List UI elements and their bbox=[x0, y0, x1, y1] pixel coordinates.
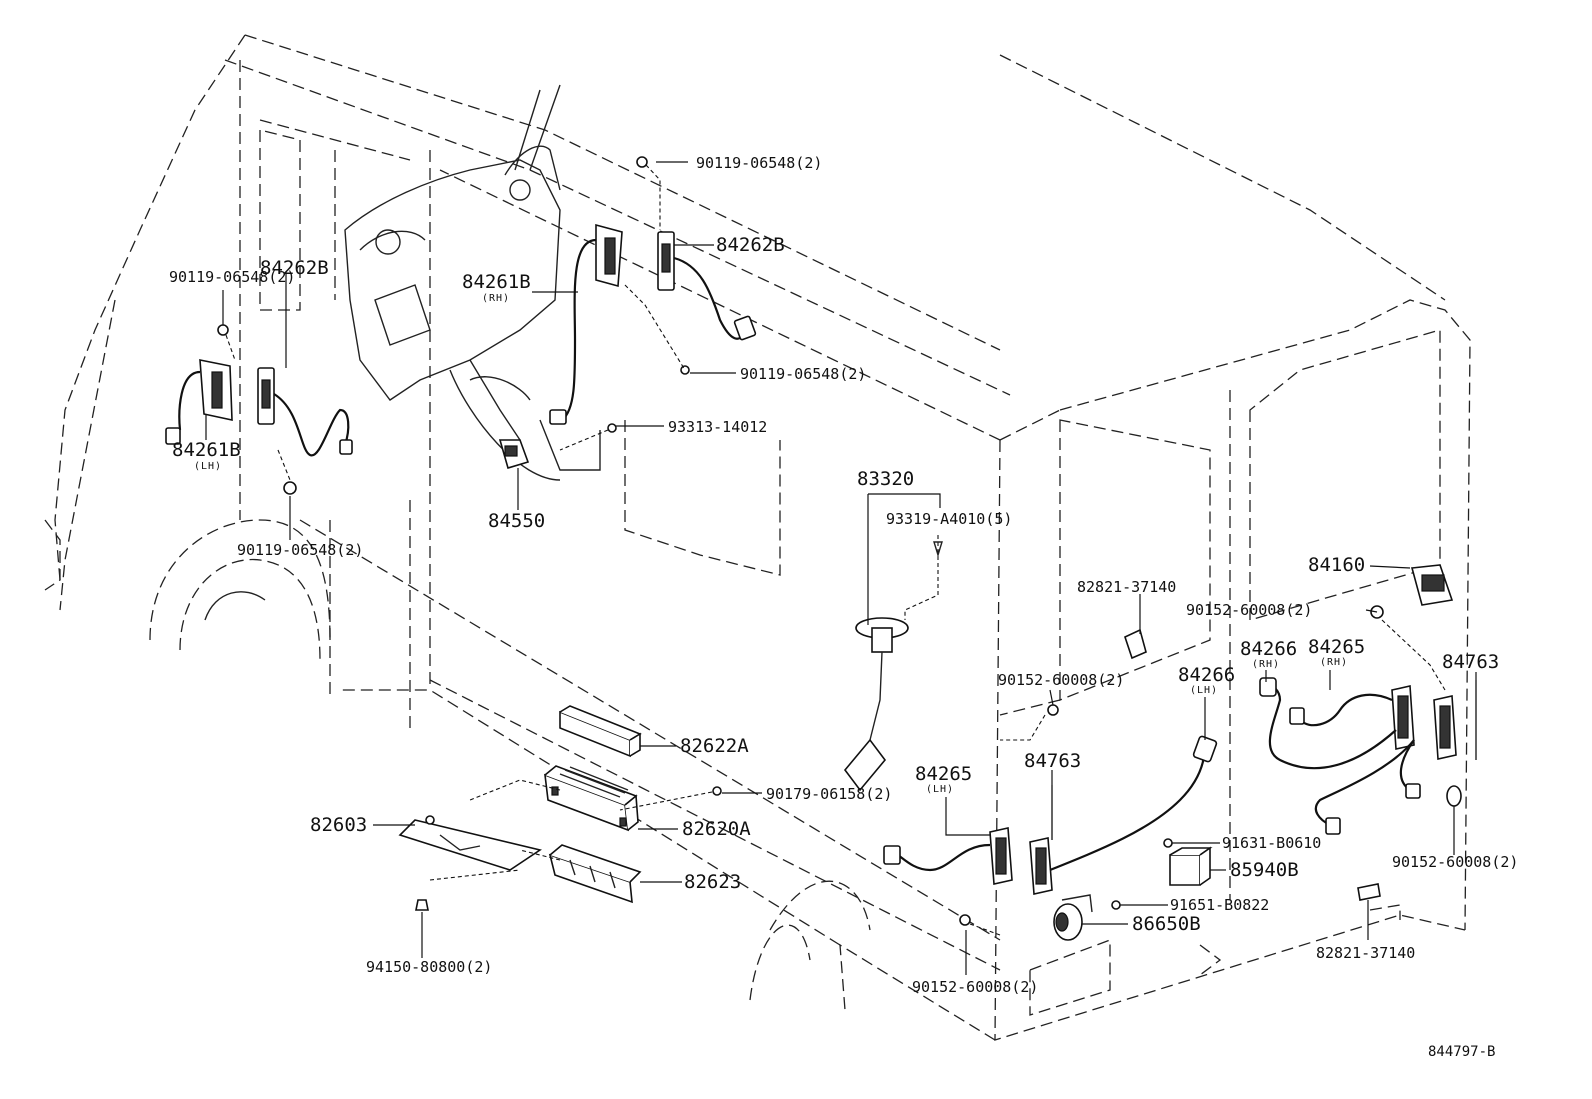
part-label-85940b: 85940B bbox=[1230, 859, 1299, 881]
part-label-90119-06548-mid: 90119-06548(2) bbox=[740, 365, 867, 383]
part-label-82821-37140-upper: 82821-37140 bbox=[1077, 578, 1177, 596]
part-label-82821-37140-lower: 82821-37140 bbox=[1316, 944, 1416, 962]
part-label-93319-a4010: 93319-A4010(5) bbox=[886, 510, 1013, 528]
part-label-82622a: 82622A bbox=[680, 735, 749, 757]
diagram-id: 844797-B bbox=[1428, 1044, 1496, 1060]
part-label-84265-rh: 84265 bbox=[1308, 636, 1366, 658]
part-label-93313-14012: 93313-14012 bbox=[668, 418, 768, 436]
side-label-lh-2: (LH) bbox=[1190, 685, 1219, 696]
side-label-rh-2: (RH) bbox=[1252, 659, 1281, 670]
part-label-90119-06548-left: 90119-06548(2) bbox=[169, 268, 296, 286]
part-label-84266-rh: 84266 bbox=[1240, 638, 1298, 660]
part-label-94150-80800: 94150-80800(2) bbox=[366, 958, 493, 976]
part-label-84160: 84160 bbox=[1308, 554, 1366, 576]
part-label-86650b: 86650B bbox=[1132, 913, 1201, 935]
part-label-90152-60008-r1: 90152-60008(2) bbox=[1186, 601, 1313, 619]
part-label-84265-lh: 84265 bbox=[915, 763, 973, 785]
part-label-91651-b0822: 91651-B0822 bbox=[1170, 896, 1270, 914]
part-label-82623: 82623 bbox=[684, 871, 742, 893]
part-label-84262b-top: 84262B bbox=[716, 234, 785, 256]
part-label-90179-06158: 90179-06158(2) bbox=[766, 785, 893, 803]
part-label-84261b-lh: 84261B bbox=[172, 439, 241, 461]
part-label-90152-60008-bottom: 90152-60008(2) bbox=[912, 978, 1039, 996]
part-label-90119-06548-low: 90119-06548(2) bbox=[237, 541, 364, 559]
part-label-84266-lh: 84266 bbox=[1178, 664, 1236, 686]
side-label-rh-3: (RH) bbox=[1320, 657, 1349, 668]
side-label-lh-3: (LH) bbox=[926, 784, 955, 795]
part-label-84262b-left: 84262B bbox=[260, 257, 329, 279]
side-label-rh: (RH) bbox=[482, 293, 511, 304]
part-label-84550: 84550 bbox=[488, 510, 546, 532]
part-label-82620a: 82620A bbox=[682, 818, 751, 840]
part-label-83320: 83320 bbox=[857, 468, 915, 490]
part-label-90152-60008-mid: 90152-60008(2) bbox=[998, 671, 1125, 689]
part-label-84763-right: 84763 bbox=[1442, 651, 1500, 673]
side-label-lh: (LH) bbox=[194, 461, 223, 472]
part-label-82603: 82603 bbox=[310, 814, 368, 836]
part-label-84261b-rh: 84261B bbox=[462, 271, 531, 293]
part-label-91631-b0610: 91631-B0610 bbox=[1222, 834, 1322, 852]
part-label-84763-middle: 84763 bbox=[1024, 750, 1082, 772]
part-label-90119-06548-top: 90119-06548(2) bbox=[696, 154, 823, 172]
part-label-90152-60008-r2: 90152-60008(2) bbox=[1392, 853, 1519, 871]
